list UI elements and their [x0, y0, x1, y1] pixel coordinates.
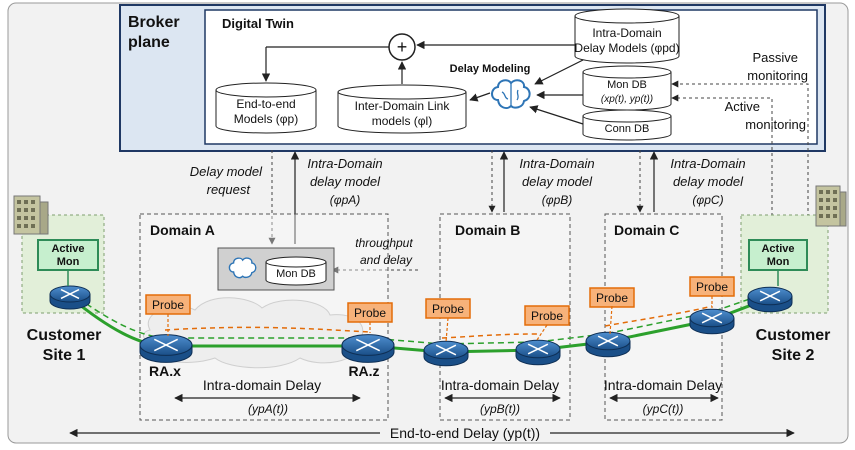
inter-domain-models-db	[337, 84, 467, 134]
digital-twin-title: Digital Twin	[222, 16, 294, 31]
domain-c-title: Domain C	[614, 222, 679, 238]
active-mon-1-label-2: Mon	[57, 256, 80, 268]
probe-badge: Probe	[524, 305, 570, 326]
router-icon	[49, 285, 91, 310]
intra-delay-c-var: (ypC(t))	[643, 402, 684, 416]
active-mon-2	[748, 239, 808, 271]
model-arrows	[290, 151, 659, 244]
c-caption-1: Intra-Domain	[670, 156, 745, 171]
intra-models-label: Intra-Domain	[592, 26, 661, 40]
delay-modeling-label: Delay Modeling	[450, 63, 531, 75]
b-caption-3: (φpB)	[542, 193, 573, 207]
probe-label: Probe	[152, 298, 184, 312]
plus-sign: +	[397, 37, 408, 57]
inter-models-label-2: models (φl)	[372, 114, 432, 128]
active-mon-1	[37, 239, 99, 271]
building-1-icon	[13, 195, 49, 235]
customer-site-1-label-2: Site 1	[43, 347, 86, 364]
domain-a-title: Domain A	[150, 222, 215, 238]
conn-db-label: Conn DB	[605, 123, 650, 135]
broker-mon-db	[582, 65, 672, 111]
c-caption-3: (φpC)	[692, 193, 723, 207]
passive-monitoring-label: Passive	[752, 50, 798, 65]
intra-delay-a-label: Intra-domain Delay	[203, 377, 321, 393]
passive-monitoring-label-2: monitoring	[747, 68, 808, 83]
e2e-models-label: End-to-end	[236, 97, 295, 111]
router-icon	[689, 308, 735, 335]
end-to-end-label: End-to-end Delay (yp(t))	[390, 425, 540, 441]
probe-badge: Probe	[689, 276, 735, 297]
mon-db-vars: (xp(t), yp(t))	[601, 94, 653, 105]
request-caption-2: request	[207, 182, 252, 197]
broker-title: Broker	[128, 14, 180, 31]
active-mon-2-label: Active	[761, 243, 794, 255]
domain-a-mon-db	[265, 256, 327, 286]
domain-a-brain-icon	[228, 257, 257, 279]
probe-label: Probe	[354, 306, 386, 320]
request-caption: Delay model	[190, 164, 263, 179]
broker-conn-db	[582, 109, 672, 141]
probe-badge: Probe	[425, 298, 471, 319]
probe-label: Probe	[531, 309, 563, 323]
probe-badge: Probe	[347, 302, 393, 323]
intra-delay-c-label: Intra-domain Delay	[604, 377, 722, 393]
router-icon	[585, 331, 631, 358]
mon-db-label: Mon DB	[607, 79, 647, 91]
customer-site-1-label: Customer	[27, 327, 102, 344]
c-caption-2: delay model	[673, 174, 744, 189]
broker-title-2: plane	[128, 34, 170, 51]
brain-icon	[491, 79, 531, 109]
b-caption-2: delay model	[522, 174, 593, 189]
customer-site-2-label: Customer	[756, 327, 831, 344]
a-caption-1: Intra-Domain	[307, 156, 382, 171]
a-caption-3: (φpA)	[330, 193, 361, 207]
building-2-icon	[815, 185, 847, 227]
active-mon-2-label-2: Mon	[767, 256, 790, 268]
probe-label: Probe	[696, 280, 728, 294]
intra-delay-a-var: (ypA(t))	[248, 402, 288, 416]
intra-delay-b-var: (ypB(t))	[480, 402, 520, 416]
active-probe-path	[69, 291, 771, 345]
b-caption-1: Intra-Domain	[519, 156, 594, 171]
router-icon	[341, 334, 395, 363]
domain-a-mon-db-label: Mon DB	[276, 268, 316, 280]
probe-label: Probe	[596, 291, 628, 305]
a-caption-2: delay model	[310, 174, 381, 189]
request-arrows	[268, 150, 644, 274]
router-icon	[139, 334, 193, 363]
ra-z-label: RA.z	[348, 363, 379, 379]
intra-models-label-2: Delay Models (φpd)	[574, 41, 679, 55]
intra-domain-models-db	[574, 8, 680, 64]
throughput-caption: throughput	[355, 236, 413, 250]
router-icon	[515, 339, 561, 366]
domain-b-title: Domain B	[455, 222, 520, 238]
router-icon	[747, 286, 793, 313]
router-icon	[423, 340, 469, 367]
broker-arrows	[261, 40, 584, 125]
throughput-caption-2: and delay	[360, 253, 413, 267]
e2e-models-db	[215, 82, 317, 134]
probe-paths	[164, 305, 713, 339]
ra-x-label: RA.x	[149, 363, 181, 379]
active-monitoring-label: Active	[725, 99, 760, 114]
e2e-models-label-2: Models (φp)	[234, 112, 298, 126]
customer-site-2-label-2: Site 2	[772, 347, 815, 364]
probe-label: Probe	[432, 302, 464, 316]
probe-badge: Probe	[589, 287, 635, 308]
active-mon-1-label: Active	[51, 243, 84, 255]
arrow-captions: Delay model request Intra-Domain delay m…	[190, 156, 746, 207]
intra-delay-b-label: Intra-domain Delay	[441, 377, 559, 393]
probe-badge: Probe	[145, 294, 191, 315]
inter-models-label: Inter-Domain Link	[355, 99, 451, 113]
active-monitoring-label-2: monitoring	[745, 117, 806, 132]
probe-tethers	[167, 296, 713, 343]
routers	[49, 285, 793, 367]
end-to-end-label-bg	[380, 425, 550, 441]
